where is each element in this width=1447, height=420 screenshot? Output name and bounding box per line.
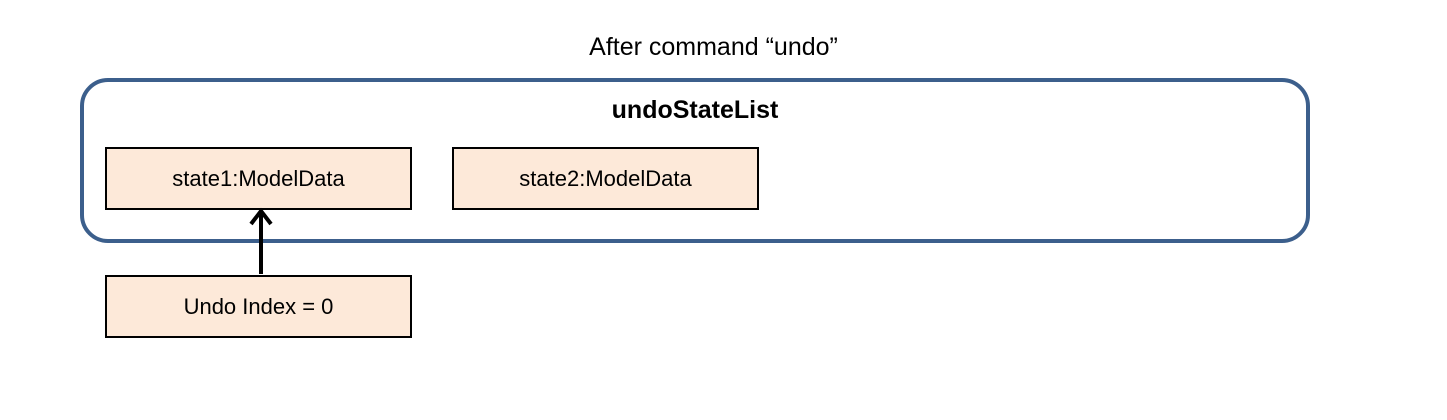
state-box-2-label: state2:ModelData	[519, 165, 692, 191]
undo-index-box: Undo Index = 0	[105, 275, 412, 338]
pointer-arrow-head	[249, 207, 273, 226]
pointer-arrow	[249, 207, 273, 274]
state-box-1-label: state1:ModelData	[172, 165, 345, 191]
diagram-title: After command “undo”	[589, 33, 838, 61]
undo-index-label: Undo Index = 0	[183, 293, 334, 319]
container-label: undoStateList	[611, 96, 779, 124]
state-box-1: state1:ModelData	[105, 147, 412, 210]
state-box-2: state2:ModelData	[452, 147, 759, 210]
